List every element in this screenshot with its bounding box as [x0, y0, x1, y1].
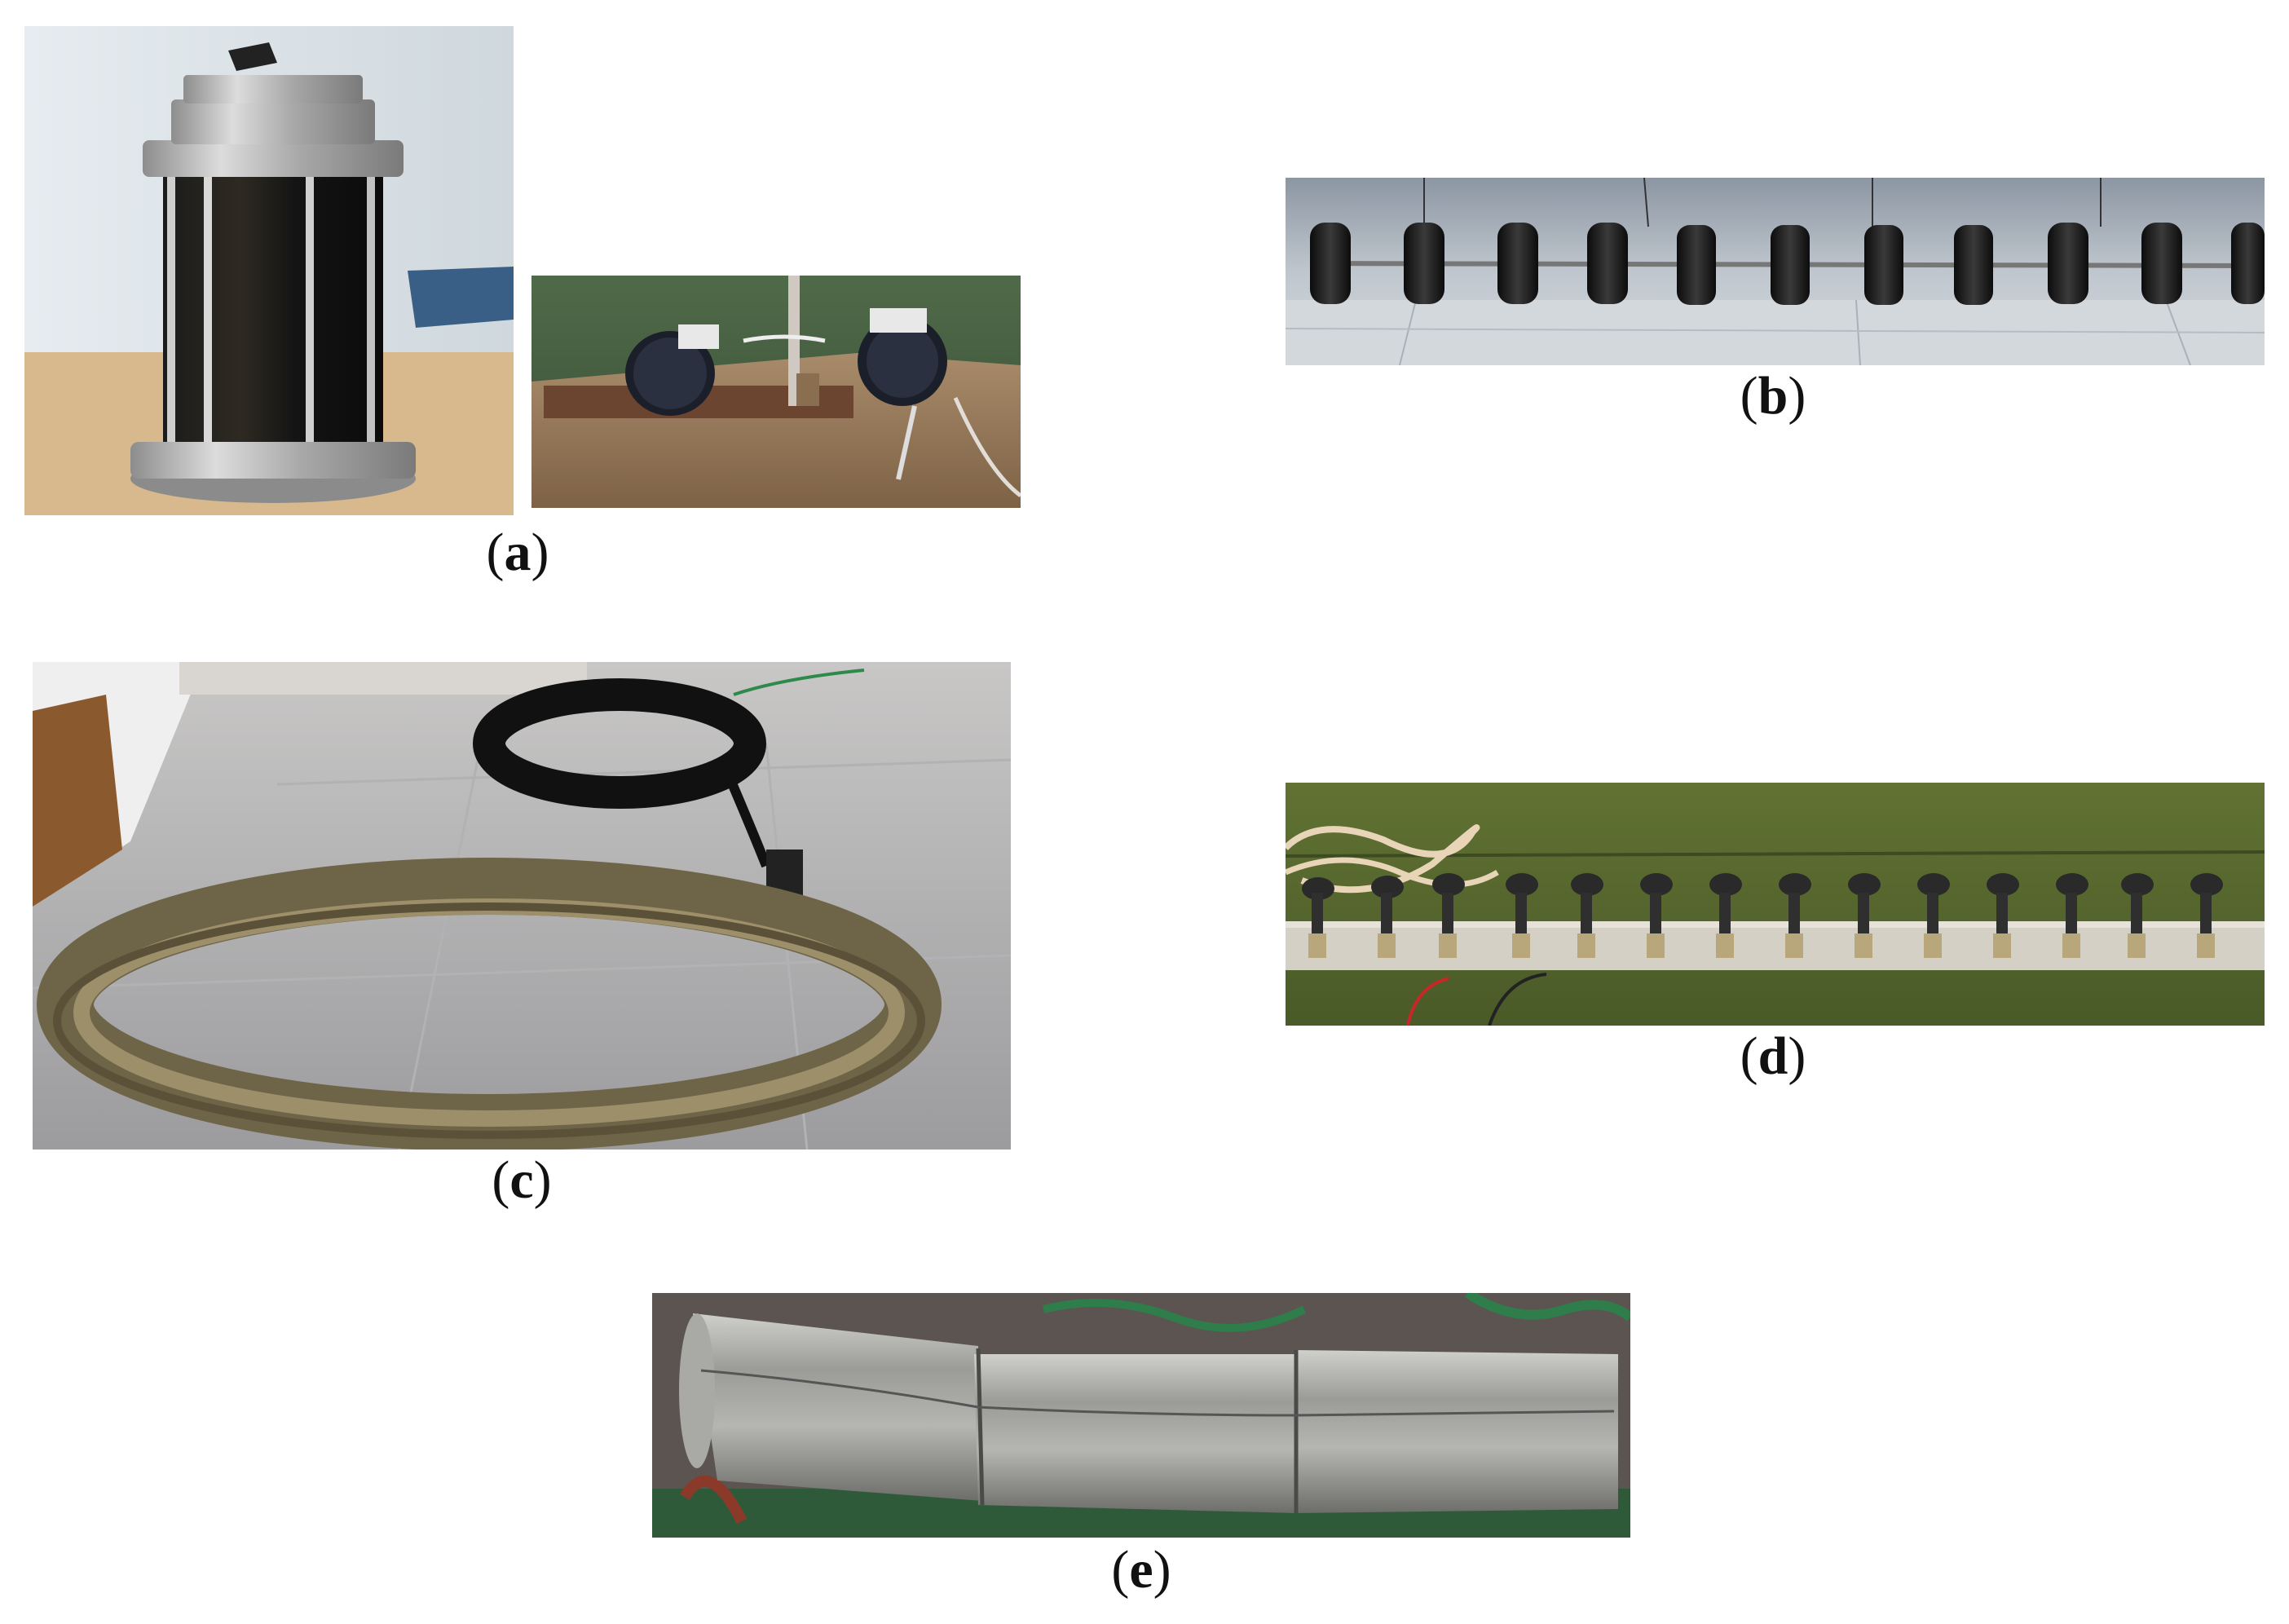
- caption-a: (a): [486, 523, 549, 582]
- photo-a-disk-sensors: [531, 276, 1021, 508]
- photo-a-cylinder: [24, 26, 514, 515]
- caption-e: (e): [1111, 1540, 1171, 1600]
- caption-b: (b): [1740, 366, 1806, 426]
- caption-d: (d): [1740, 1026, 1806, 1086]
- photo-d-probe-rail: [1286, 783, 2265, 1026]
- photo-b-sensor-chain: [1286, 178, 2265, 365]
- photo-c-coiled-cables: [33, 662, 1011, 1150]
- caption-c: (c): [492, 1150, 552, 1210]
- photo-e-metal-pipes: [652, 1293, 1630, 1538]
